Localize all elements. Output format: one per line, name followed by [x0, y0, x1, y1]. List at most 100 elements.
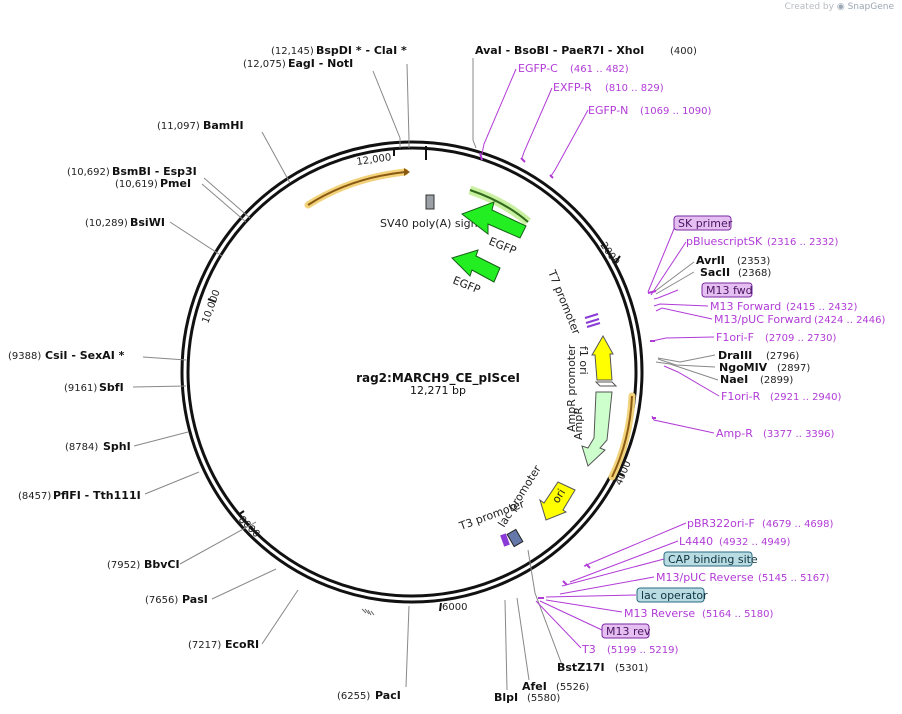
primer-range-t3: (5199 .. 5219) [607, 645, 679, 656]
primer-range-l4440: (4932 .. 4949) [719, 537, 791, 548]
primer-name-m13-reverse: M13 Reverse [624, 607, 695, 620]
enzyme-pos-pmei: (10,619) [115, 179, 158, 190]
tick-label-10000: 10,000 [200, 288, 222, 325]
egfp-label-1: EGFP [487, 235, 519, 258]
enzyme-pos-blpi: (5580) [527, 693, 560, 704]
lacpromoter-label: lac promoter [496, 463, 545, 530]
enzyme-pos-bsiwi: (10,289) [85, 218, 128, 229]
ampr-arrow [581, 391, 613, 467]
enzyme-pos-pasi: (7656) [145, 595, 178, 606]
t7-label: T7 promoter [545, 267, 583, 337]
features: SV40 poly(A) signal EGFP EGFP T7 promote… [304, 168, 636, 548]
primer-range-m13-puc-reverse: (5145 .. 5167) [758, 573, 830, 584]
enzyme-pos-pflfi: (8457) [18, 491, 51, 502]
primer-name-cap-binding-site: CAP binding site [668, 553, 758, 566]
enzyme-pos-avai: (400) [670, 46, 697, 57]
ampr-label: AmpR [572, 407, 585, 440]
primer-name-m13-fwd: M13 fwd [706, 284, 753, 297]
enzyme-pos-eagi: (12,075) [243, 59, 286, 70]
map-name: rag2:MARCH9_CE_pISceI [356, 371, 520, 386]
egfp-arrow-1 [460, 201, 527, 239]
enzyme-name-pasi: PasI [182, 593, 208, 606]
enzyme-name-avrii: AvrII [696, 254, 725, 267]
enzyme-name-pflfi: PflFI - Tth111I [53, 489, 141, 502]
sv40-label: SV40 poly(A) signal [380, 217, 487, 230]
t3-feature [500, 533, 510, 547]
primer-name-sk-primer: SK primer [678, 217, 733, 230]
sv40-feature [425, 194, 435, 210]
enzyme-pos-ecori: (7217) [188, 640, 221, 651]
enzyme-leaders [132, 58, 719, 691]
ori-label: ori [550, 487, 569, 506]
snapgene-credit: Created by ◉ SnapGene [784, 2, 894, 12]
primer-name-pbluescriptsk: pBluescriptSK [686, 235, 763, 248]
primer-name-l4440: L4440 [679, 535, 713, 548]
primer-box-cap-binding-site [663, 551, 753, 567]
primer-range-m13-forward: (2415 .. 2432) [786, 302, 858, 313]
enzyme-pos-ngomiv: (2897) [777, 363, 810, 374]
primer-box-m13-fwd [701, 282, 753, 298]
primer-labels: EGFP-C (461 .. 482) EXFP-R (810 .. 829) … [518, 62, 886, 656]
primer-box-lac-operator [636, 587, 705, 603]
enzyme-name-bstz17i: BstZ17I [557, 661, 605, 674]
lac-feature [506, 528, 524, 548]
enzyme-name-draiii: DraIII [718, 349, 752, 362]
primer-name-m13-forward: M13 Forward [710, 300, 781, 313]
enzyme-pos-sacii: (2368) [738, 268, 771, 279]
hatched-region [361, 608, 375, 616]
enzyme-name-bbvci: BbvCI [144, 558, 180, 571]
backbone [180, 140, 644, 604]
enzyme-name-sacii: SacII [700, 266, 730, 279]
enzyme-pos-avrii: (2353) [737, 256, 770, 267]
enzyme-name-bsiwi: BsiWI [130, 216, 165, 229]
amppromoter-label: AmpR promoter [565, 344, 578, 432]
primer-name-lac-operator: lac operator [641, 589, 708, 602]
primer-name-t3: T3 [581, 643, 596, 656]
primer-name-pbr322ori-f: pBR322ori-F [687, 517, 755, 530]
enzyme-name-ecori: EcoRI [225, 638, 259, 651]
primer-name-egfp-n: EGFP-N [588, 104, 628, 117]
primer-name-f1ori-f: F1ori-F [716, 331, 754, 344]
enzyme-pos-afei: (5526) [556, 682, 589, 693]
enzyme-pos-draiii: (2796) [766, 351, 799, 362]
enzyme-pos-sbfi: (9161) [64, 383, 97, 394]
snapgene-logo-icon: ◉ [836, 2, 845, 12]
primer-range-egfp-n: (1069 .. 1090) [640, 106, 712, 117]
primer-range-egfp-c: (461 .. 482) [570, 64, 629, 75]
primer-name-f1ori-r: F1ori-R [721, 390, 761, 403]
enzyme-pos-bamhi: (11,097) [157, 121, 200, 132]
enzyme-name-pmei: PmeI [160, 177, 191, 190]
orf-arc-top [304, 168, 409, 209]
enzyme-name-avai: AvaI - BsoBI - PaeR7I - XhoI [475, 44, 644, 57]
primer-name-m13-rev: M13 rev [606, 625, 651, 638]
map-center-label: rag2:MARCH9_CE_pISceI 12,271 bp [356, 371, 520, 397]
egfp-label-2: EGFP [451, 274, 483, 297]
primer-range-f1ori-f: (2709 .. 2730) [765, 333, 837, 344]
primer-leaders [481, 68, 720, 649]
primer-name-m13-puc-forward: M13/pUC Forward [714, 313, 812, 326]
enzyme-name-bspdi: BspDI * - ClaI * [316, 44, 407, 57]
primer-name-egfp-c: EGFP-C [518, 62, 558, 75]
enzyme-labels: (12,145) BspDI * - ClaI * (12,075) EagI … [8, 44, 810, 704]
primer-range-amp-r: (3377 .. 3396) [763, 429, 835, 440]
primer-name-amp-r: Amp-R [716, 427, 753, 440]
enzyme-name-csii: CsiI - SexAI * [45, 349, 125, 362]
enzyme-name-paci: PacI [375, 689, 401, 702]
enzyme-name-ngomiv: NgoMIV [719, 361, 768, 374]
enzyme-name-naei: NaeI [720, 373, 748, 386]
enzyme-name-eagi: EagI - NotI [288, 57, 353, 70]
f1ori-arrow [591, 334, 614, 381]
primer-range-pbluescriptsk: (2316 .. 2332) [767, 237, 839, 248]
primer-marks [479, 152, 657, 599]
primer-range-m13-puc-forward: (2424 .. 2446) [814, 315, 886, 326]
primer-box-sk-primer [673, 215, 732, 231]
tick-label-6000: 6000 [442, 602, 467, 613]
enzyme-name-sphi: SphI [103, 440, 131, 453]
enzyme-pos-naei: (2899) [760, 375, 793, 386]
primer-range-exfp-r: (810 .. 829) [605, 83, 664, 94]
primer-range-f1ori-r: (2921 .. 2940) [770, 392, 842, 403]
enzyme-pos-bstz17i: (5301) [615, 663, 648, 674]
enzyme-name-bamhi: BamHI [203, 119, 244, 132]
enzyme-pos-csii: (9388) [8, 351, 41, 362]
